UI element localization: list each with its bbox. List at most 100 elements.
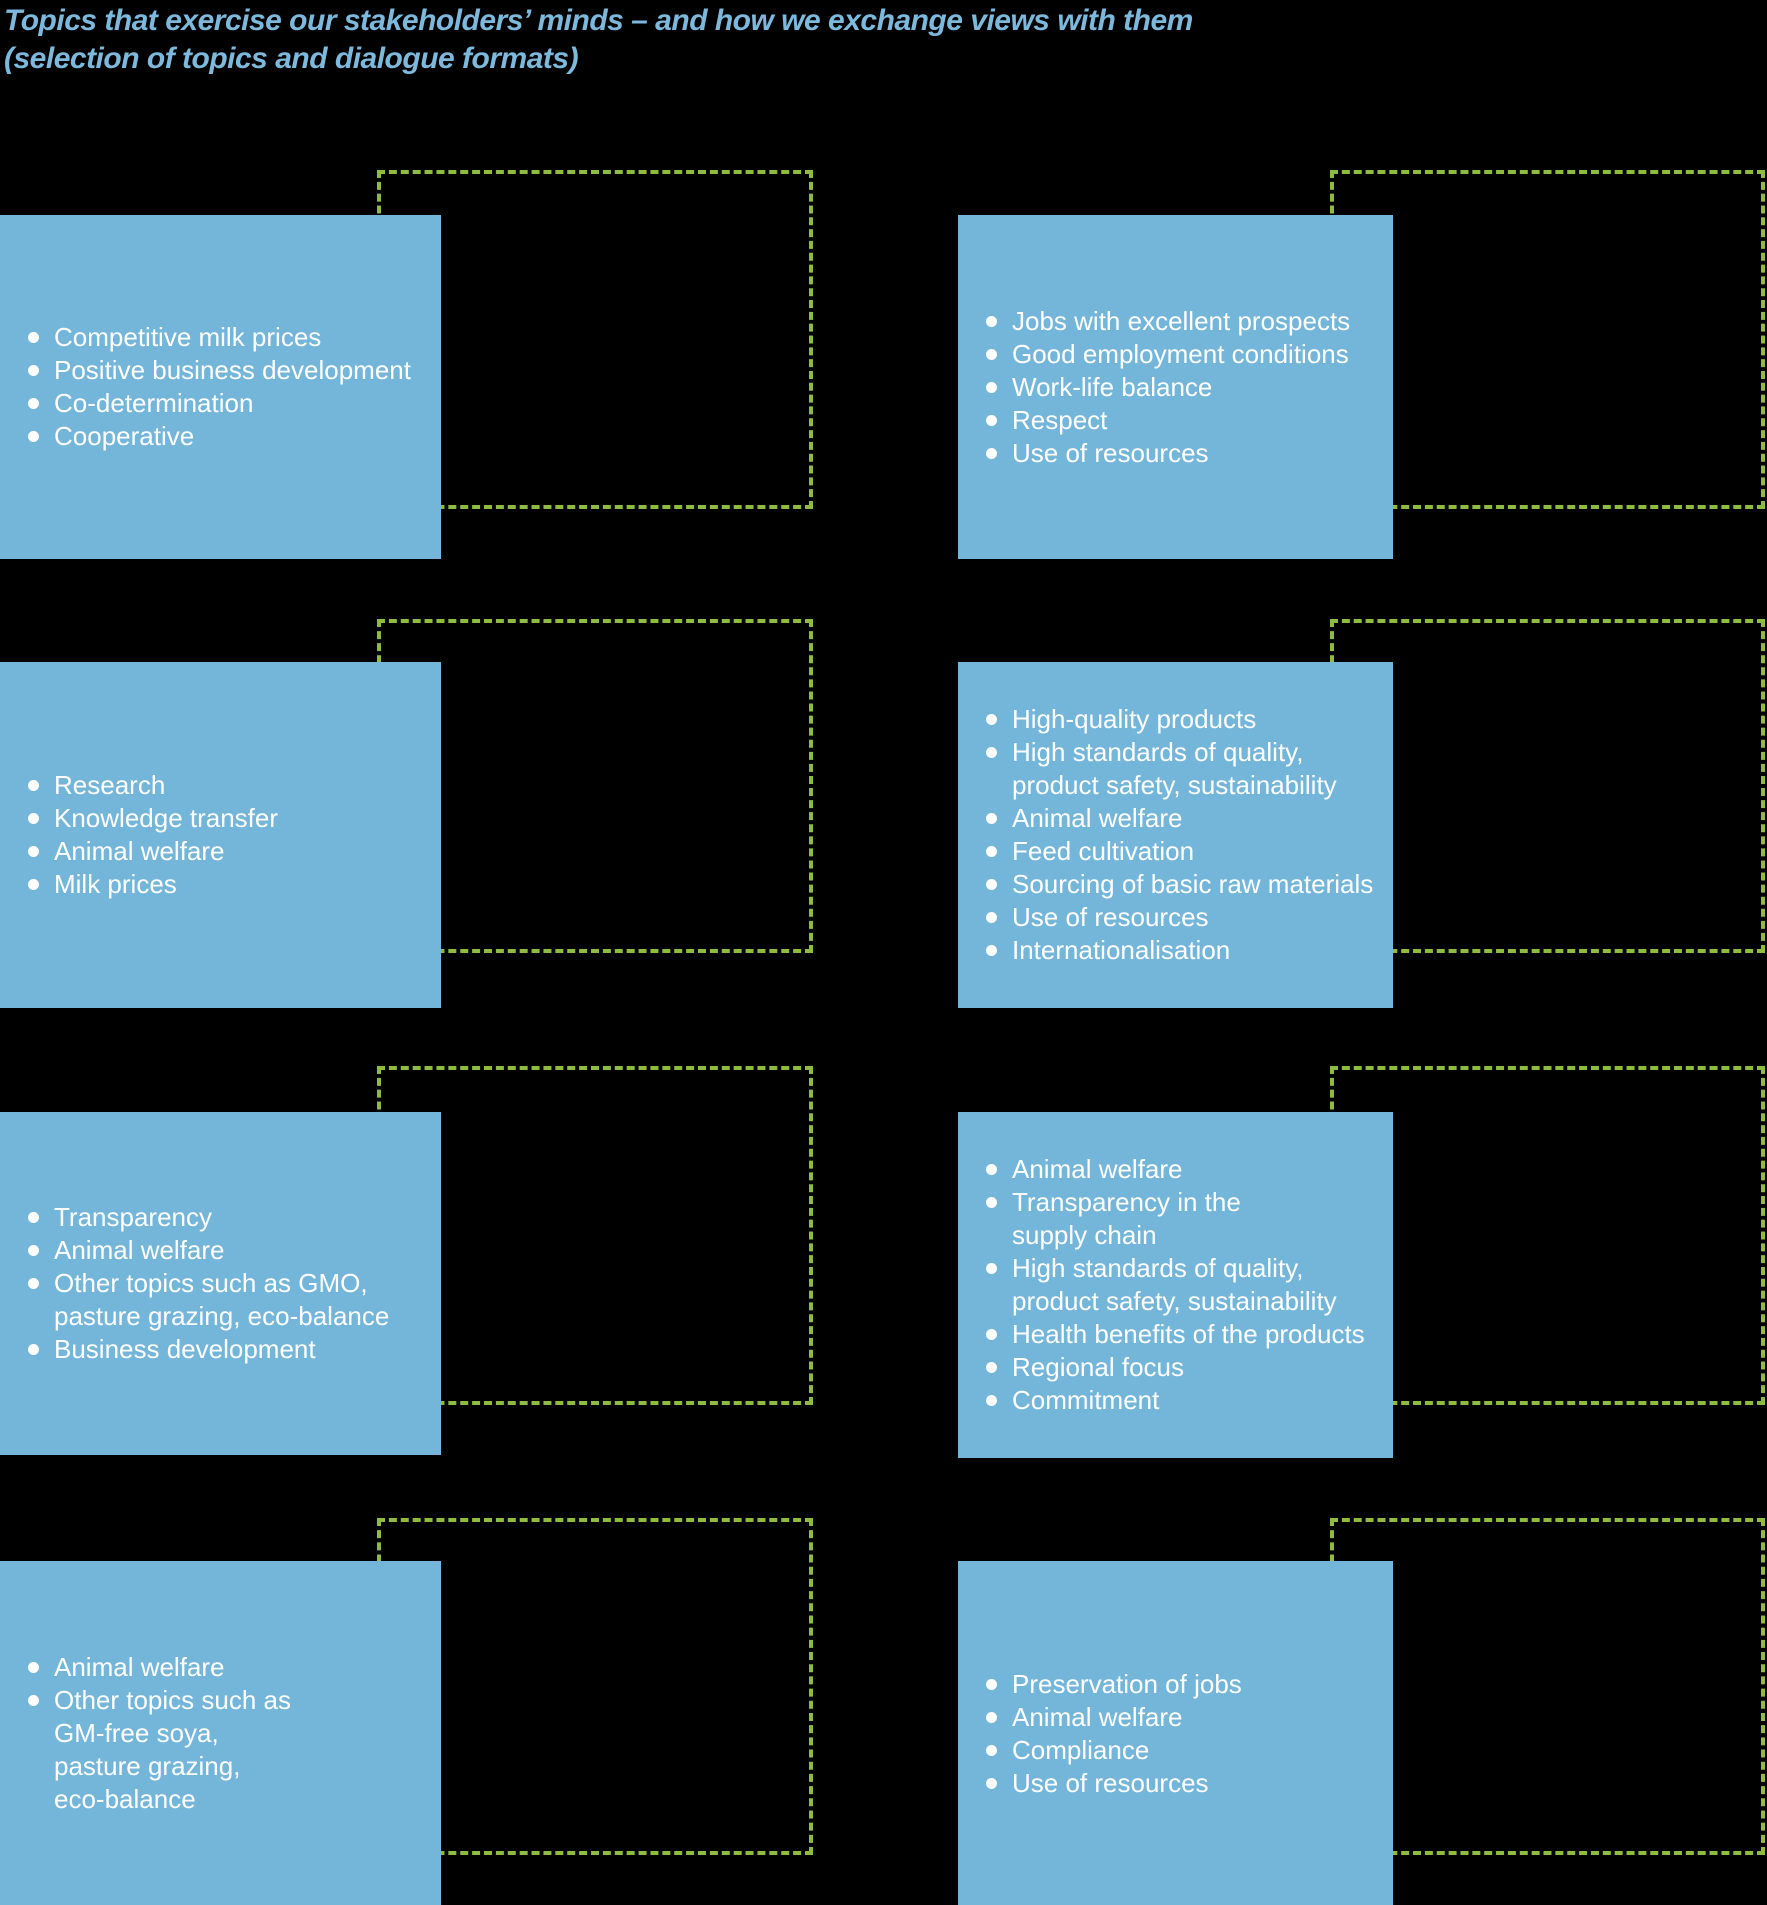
topic-item: Health benefits of the products [958,1318,1393,1351]
dialogue-format-frame [1330,1518,1765,1855]
topic-item: Competitive milk prices [0,321,441,354]
topic-text: Respect [1012,404,1108,435]
topic-text: Animal welfare [1012,803,1183,833]
topic-list: High-quality products High standards of … [958,703,1393,967]
bullet-icon [28,332,39,343]
topic-item: Jobs with excellent prospects [958,305,1393,338]
dialogue-format-frame [377,1066,813,1405]
bullet-icon [986,1329,997,1340]
topic-item: Sourcing of basic raw materials [958,868,1393,901]
bullet-icon [986,447,997,459]
bullet-icon [28,1695,39,1706]
topic-item: Commitment [958,1384,1393,1417]
topic-text: Other topics such as GMO, pasture grazin… [54,1268,390,1331]
topic-item: Preservation of jobs [958,1668,1393,1701]
topic-item: Animal welfare [0,1234,441,1267]
topic-text: Transparency in the supply chain [1012,1187,1241,1250]
topic-text: Work-life balance [1012,371,1213,402]
topic-item: Other topics such as GMO, pasture grazin… [0,1267,441,1333]
bullet-icon [28,813,39,824]
topic-text: Use of resources [1012,437,1209,468]
topic-item: Compliance [958,1734,1393,1767]
topic-text: Animal welfare [54,836,225,866]
topic-list: Preservation of jobs Animal welfare Comp… [958,1668,1393,1800]
bullet-icon [28,846,39,857]
topic-text: Other topics such as GM-free soya, pastu… [54,1685,291,1814]
bullet-icon [986,1164,997,1175]
topic-item: Business development [0,1333,441,1366]
bullet-icon [986,315,997,327]
topic-text: Preservation of jobs [1012,1668,1242,1699]
topic-text: Cooperative [54,421,195,451]
bullet-icon [28,1344,39,1355]
bullet-icon [986,414,997,426]
topic-text: Animal welfare [54,1652,225,1682]
bullet-icon [28,780,39,791]
topic-text: Compliance [1012,1734,1150,1765]
bullet-icon [986,813,997,824]
topics-box: High-quality products High standards of … [958,662,1393,1008]
topic-item: High standards of quality, product safet… [958,736,1393,802]
topic-text: High standards of quality, product safet… [1012,737,1337,800]
topic-item: Animal welfare [0,1651,441,1684]
topic-text: Business development [54,1334,316,1364]
bullet-icon [28,365,39,376]
topic-text: Good employment conditions [1012,338,1349,369]
topic-item: Respect [958,404,1393,437]
topic-item: Regional focus [958,1351,1393,1384]
dialogue-format-frame [377,170,813,509]
topic-item: Transparency in the supply chain [958,1186,1393,1252]
topic-item: Animal welfare [958,1153,1393,1186]
topic-text: Use of resources [1012,902,1209,932]
topic-text: Animal welfare [1012,1701,1183,1732]
topic-item: Animal welfare [0,835,441,868]
dialogue-format-frame [1330,170,1765,509]
bullet-icon [28,1212,39,1223]
bullet-icon [986,747,997,758]
bullet-icon [986,1744,997,1756]
topic-list: Research Knowledge transfer Animal welfa… [0,769,441,901]
topics-box: Jobs with excellent prospects Good emplo… [958,215,1393,559]
bullet-icon [986,1678,997,1690]
bullet-icon [986,1263,997,1274]
topic-text: Use of resources [1012,1767,1209,1798]
bullet-icon [986,348,997,360]
bullet-icon [28,1662,39,1673]
page-title-line2: (selection of topics and dialogue format… [4,42,579,75]
topics-box: Transparency Animal welfare Other topics… [0,1112,441,1455]
topic-list: Jobs with excellent prospects Good emplo… [958,305,1393,470]
topic-text: Co-determination [54,388,254,418]
topics-box: Preservation of jobs Animal welfare Comp… [958,1561,1393,1905]
topic-text: Health benefits of the products [1012,1319,1365,1349]
bullet-icon [28,398,39,409]
topic-item: Use of resources [958,1767,1393,1800]
topic-item: Use of resources [958,437,1393,470]
bullet-icon [986,879,997,890]
dialogue-format-frame [1330,619,1765,953]
topic-text: Jobs with excellent prospects [1012,305,1351,336]
topic-item: Research [0,769,441,802]
topic-item: High-quality products [958,703,1393,736]
topic-item: Other topics such as GM-free soya, pastu… [0,1684,441,1816]
topic-text: Positive business development [54,355,411,385]
topic-text: High standards of quality, product safet… [1012,1253,1337,1316]
topic-list: Animal welfare Other topics such as GM-f… [0,1651,441,1816]
topic-item: Co-determination [0,387,441,420]
dialogue-format-frame [377,1518,813,1855]
topic-text: Animal welfare [54,1235,225,1265]
bullet-icon [986,912,997,923]
bullet-icon [28,879,39,890]
topic-item: Milk prices [0,868,441,901]
topic-item: Knowledge transfer [0,802,441,835]
topic-item: Feed cultivation [958,835,1393,868]
bullet-icon [986,846,997,857]
bullet-icon [28,1245,39,1256]
topic-text: Feed cultivation [1012,836,1195,866]
topic-item: Internationalisation [958,934,1393,967]
bullet-icon [986,1395,997,1406]
topic-text: Animal welfare [1012,1154,1183,1184]
topic-text: High-quality products [1012,704,1257,734]
topic-item: Transparency [0,1201,441,1234]
topic-list: Transparency Animal welfare Other topics… [0,1201,441,1366]
topic-text: Internationalisation [1012,935,1231,965]
